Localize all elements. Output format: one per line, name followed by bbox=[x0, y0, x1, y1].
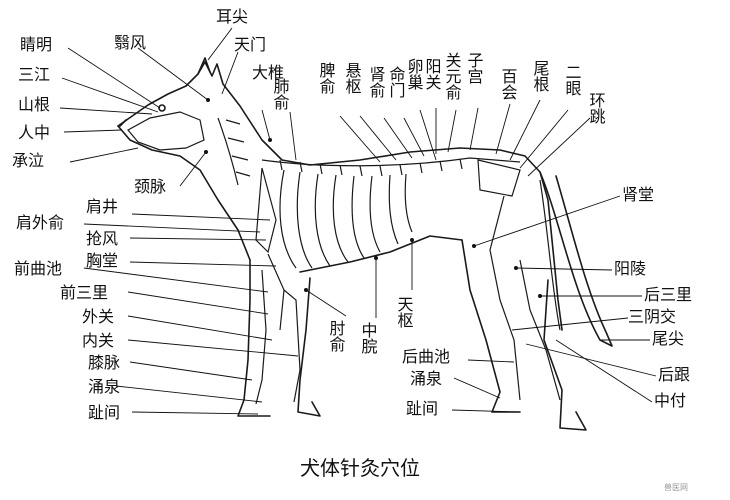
label-sanyinjiao: 三阴交 bbox=[628, 307, 676, 326]
label-yangling: 阳陵 bbox=[614, 259, 646, 278]
label-qiangfeng: 抢风 bbox=[86, 229, 118, 248]
label-renzhong: 人中 bbox=[18, 123, 50, 142]
acupoint-dots bbox=[204, 98, 542, 298]
acupoint-labels: 睛明 翳风 耳尖 天门 三江 山根 人中 承泣 颈脉 大椎 肺俞 脾俞 悬枢 肾… bbox=[12, 7, 692, 422]
label-jingming: 睛明 bbox=[20, 35, 52, 54]
label-yongquan-hind: 涌泉 bbox=[410, 369, 442, 388]
label-zhijian-hind: 趾间 bbox=[406, 399, 438, 418]
label-xi-mai: 膝脉 bbox=[88, 353, 120, 372]
label-mingmen: 命门 bbox=[387, 66, 406, 99]
label-zhijian-front: 趾间 bbox=[88, 403, 120, 422]
label-tianshu: 天枢 bbox=[395, 296, 414, 328]
label-feishu: 肺俞 bbox=[271, 78, 290, 110]
label-shenshu: 肾俞 bbox=[367, 66, 386, 98]
label-huantiao: 环跳 bbox=[587, 92, 606, 124]
label-eryan: 二眼 bbox=[563, 64, 582, 96]
label-jingmai: 颈脉 bbox=[134, 177, 166, 196]
label-weijian: 尾尖 bbox=[652, 329, 684, 348]
label-qianquchi: 前曲池 bbox=[14, 259, 62, 278]
watermark: 兽医网 bbox=[664, 482, 688, 492]
label-zigong: 子宫 bbox=[465, 52, 484, 84]
label-jianwaishu: 肩外俞 bbox=[16, 213, 64, 232]
label-waiguan: 外关 bbox=[82, 307, 114, 326]
label-qiansanli: 前三里 bbox=[60, 283, 108, 302]
label-guanyuanshu: 关元俞 bbox=[443, 52, 462, 100]
label-yifeng: 翳风 bbox=[114, 33, 146, 52]
label-xiongtang: 胸堂 bbox=[86, 251, 118, 270]
label-chengqi: 承泣 bbox=[12, 151, 44, 170]
label-erjian: 耳尖 bbox=[216, 7, 248, 26]
label-sanjiang: 三江 bbox=[18, 65, 50, 84]
label-dazhui: 大椎 bbox=[252, 63, 284, 82]
leader-lines bbox=[59, 27, 657, 415]
label-zhongwan: 中脘 bbox=[359, 322, 378, 355]
label-pishu: 脾俞 bbox=[317, 62, 336, 94]
label-jianjing: 肩井 bbox=[86, 197, 118, 216]
label-tianmen: 天门 bbox=[234, 35, 266, 54]
label-dazhui-text: 大椎 bbox=[252, 63, 284, 82]
skeleton bbox=[127, 111, 561, 405]
dog-outline bbox=[117, 57, 613, 431]
label-zhongfu: 中付 bbox=[654, 391, 686, 410]
label-shangen: 山根 bbox=[18, 95, 50, 114]
label-zhoushu: 肘俞 bbox=[327, 320, 346, 352]
label-housanli: 后三里 bbox=[644, 285, 692, 304]
label-shentang: 肾堂 bbox=[622, 185, 654, 204]
label-weigen: 尾根 bbox=[531, 60, 550, 92]
label-neiguan: 内关 bbox=[82, 331, 114, 350]
label-yongquan-front: 涌泉 bbox=[88, 377, 120, 396]
label-luanchao: 卵巢 bbox=[405, 58, 424, 90]
label-yangguan: 阳关 bbox=[423, 58, 442, 90]
diagram-caption: 犬体针灸穴位 bbox=[300, 456, 420, 480]
label-xuanshu: 悬枢 bbox=[343, 62, 362, 94]
label-baihui: 百会 bbox=[499, 68, 518, 100]
label-houquchi: 后曲池 bbox=[402, 347, 450, 366]
label-hougen: 后跟 bbox=[658, 365, 690, 384]
